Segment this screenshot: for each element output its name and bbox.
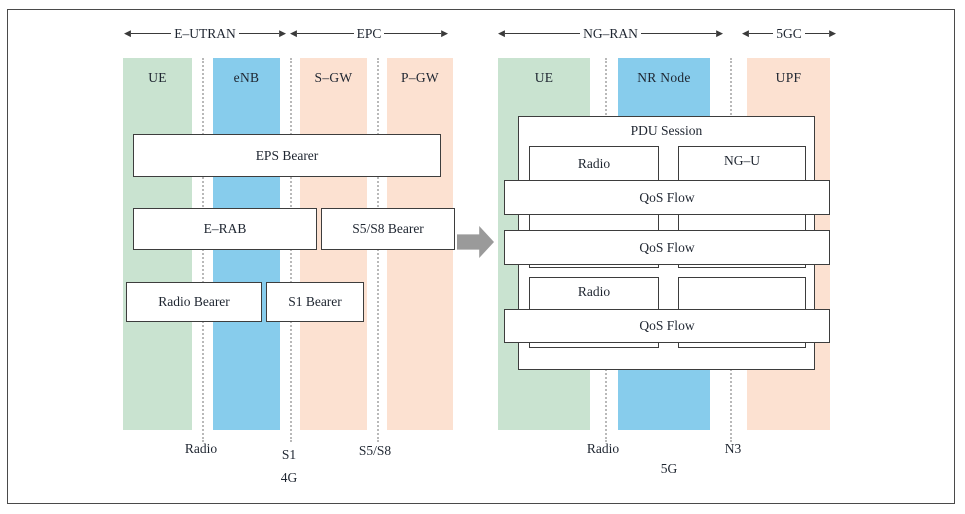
box-radio-bearer: Radio Bearer <box>126 282 262 322</box>
qos-flow-bar-1: QoS Flow <box>504 180 830 215</box>
interface-label-radio-5g: Radio <box>586 441 620 456</box>
box-label-eps-bearer: EPS Bearer <box>255 147 319 163</box>
interface-label-n3: N3 <box>724 441 742 456</box>
column-label-pgw: P–GW <box>401 70 439 85</box>
span-label-eutran: E–UTRAN <box>174 25 236 41</box>
arrow-left-icon: ◀ <box>742 28 749 38</box>
column-label-enb: eNB <box>233 70 260 85</box>
dotted-line-radio-4g <box>202 58 204 442</box>
box-label-radio-2: Radio <box>577 284 611 299</box>
qos-flow-bar-3: QoS Flow <box>504 309 830 343</box>
arrow-left-icon: ◀ <box>290 28 297 38</box>
box-label-radio-bearer: Radio Bearer <box>158 294 230 309</box>
arrow-right-icon: ▶ <box>441 28 449 38</box>
qos-flow-bar-2: QoS Flow <box>504 230 830 265</box>
box-s1-bearer: S1 Bearer <box>266 282 364 322</box>
arrow-line <box>504 33 581 34</box>
span-label-ngran: NG–RAN <box>583 25 638 41</box>
arrow-line <box>748 33 774 34</box>
span-arrow-5gc: ◀ 5GC ▶ <box>742 26 836 41</box>
arrow-line <box>238 33 280 34</box>
arrow-line <box>804 33 830 34</box>
box-label-radio-1: Radio <box>577 156 611 171</box>
qos-flow-label-1: QoS Flow <box>639 189 695 205</box>
box-erab: E–RAB <box>133 208 317 250</box>
box-label-ngu: NG–U <box>724 153 760 168</box>
arrow-right-icon: ▶ <box>716 28 724 38</box>
interface-label-s5s8: S5/S8 <box>358 443 392 458</box>
arrow-line <box>296 33 354 34</box>
qos-flow-label-3: QoS Flow <box>639 318 695 333</box>
span-arrow-epc: ◀ EPC ▶ <box>290 26 448 41</box>
arrow-left-icon: ◀ <box>498 28 505 38</box>
interface-label-s1: S1 <box>281 447 297 462</box>
arrow-left-icon: ◀ <box>124 28 131 38</box>
box-s5s8-bearer: S5/S8 Bearer <box>321 208 455 250</box>
qos-flow-label-2: QoS Flow <box>639 239 695 255</box>
box-label-pdu-session: PDU Session <box>630 123 703 138</box>
column-label-sgw: S–GW <box>314 70 353 85</box>
caption-4g: 4G <box>280 470 298 485</box>
column-label-upf: UPF <box>775 70 802 85</box>
arrow-right-icon: ▶ <box>279 28 286 38</box>
arrow-right-icon: ▶ <box>829 28 837 38</box>
column-label-ue-4g: UE <box>148 70 167 85</box>
interface-label-radio-4g: Radio <box>184 441 218 456</box>
arrow-line <box>640 33 717 34</box>
span-arrow-eutran: ◀ E–UTRAN ▶ <box>124 26 286 41</box>
box-label-erab: E–RAB <box>203 221 247 236</box>
box-label-s1-bearer: S1 Bearer <box>288 294 342 309</box>
span-label-5gc: 5GC <box>776 25 802 41</box>
figure-frame <box>7 9 955 504</box>
column-label-nr-node: NR Node <box>637 70 691 85</box>
dotted-line-s1 <box>290 58 292 442</box>
box-eps-bearer: EPS Bearer <box>133 134 441 177</box>
caption-5g: 5G <box>660 461 678 476</box>
box-label-s5s8-bearer: S5/S8 Bearer <box>352 221 424 236</box>
span-label-epc: EPC <box>356 25 382 41</box>
arrow-line <box>384 33 442 34</box>
column-label-ue-5g: UE <box>534 70 554 85</box>
arrow-line <box>130 33 172 34</box>
span-arrow-ngran: ◀ NG–RAN ▶ <box>498 26 723 41</box>
dotted-line-s5s8 <box>377 58 379 442</box>
